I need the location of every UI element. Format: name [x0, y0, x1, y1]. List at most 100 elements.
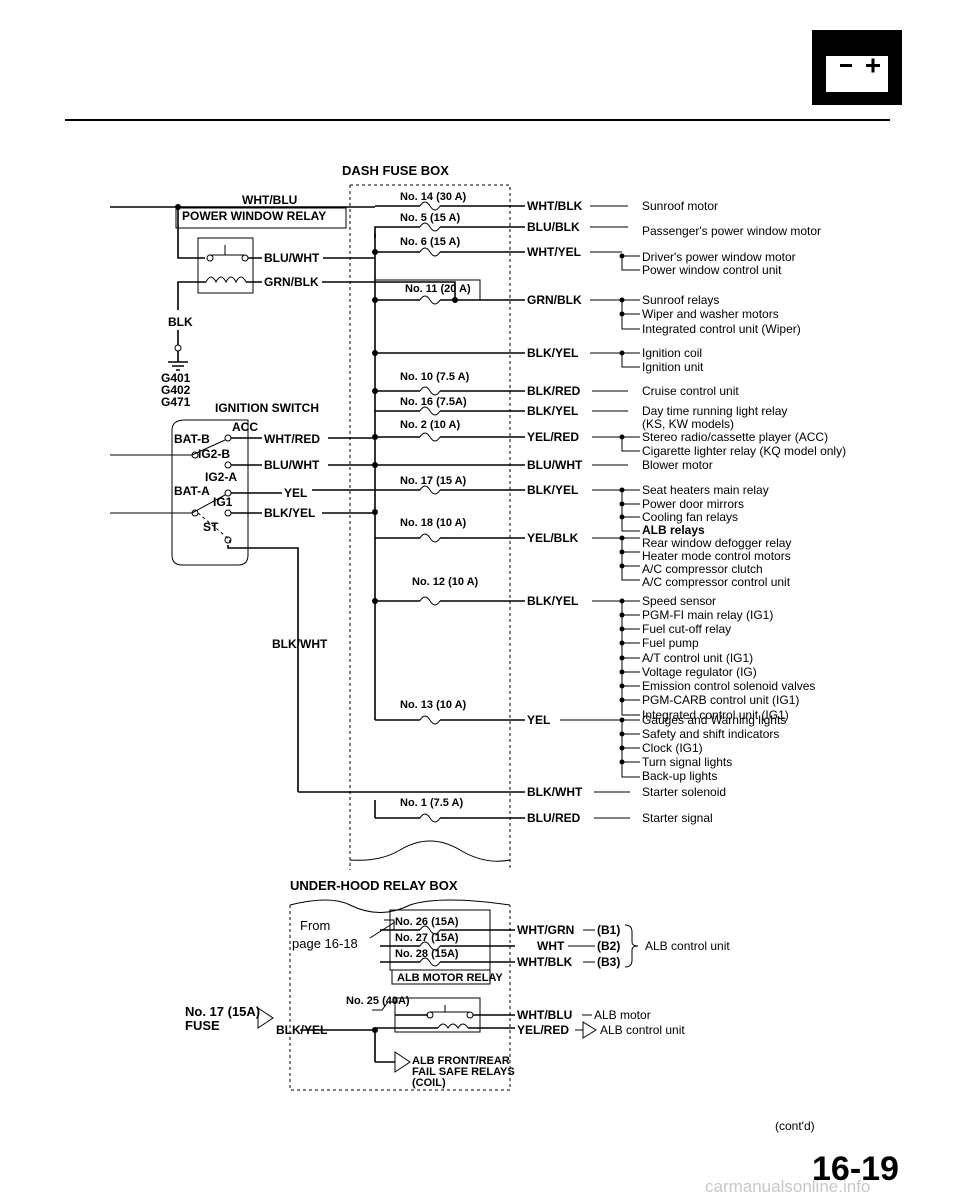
load-label: Heater mode control motors: [642, 549, 791, 563]
uh-output-wire: YEL/RED: [517, 1023, 569, 1037]
uh-output-wire: WHT/GRN: [517, 923, 574, 937]
wire-label: BLK/WHT: [272, 637, 328, 651]
fail-safe-label: ALB FRONT/REAR: [412, 1055, 510, 1067]
load-label: Wiper and washer motors: [642, 307, 779, 321]
uh-output-wire: WHT/BLU: [517, 1008, 572, 1022]
load-label: Seat heaters main relay: [642, 483, 769, 497]
fuse17-label: FUSE: [185, 1018, 220, 1033]
wire-label: BLK: [168, 315, 193, 329]
fuse-frame: [374, 279, 481, 300]
load-label: Cigarette lighter relay (KQ model only): [642, 444, 846, 458]
battery-icon: [812, 30, 902, 105]
load-label: Blower motor: [642, 458, 713, 472]
load-label: A/C compressor control unit: [642, 575, 791, 589]
fuse-rows: No. 14 (30 A) No. 5 (15 A) No. 6 (15 A) …: [298, 191, 525, 823]
fuse-label: No. 16 (7.5A): [400, 396, 467, 408]
fuse-symbol: [419, 222, 441, 232]
load-label: PGM-FI main relay (IG1): [642, 608, 773, 622]
load-label: Emission control solenoid valves: [642, 679, 815, 693]
load-label: Back-up lights: [642, 769, 717, 783]
load-label: Power door mirrors: [642, 497, 744, 511]
connector-arrow-icon: [257, 1007, 274, 1029]
load-label: Turn signal lights: [642, 755, 732, 769]
load-label: Starter solenoid: [642, 785, 726, 799]
switch-term: ACC: [232, 420, 258, 434]
fuse-label: No. 18 (10 A): [400, 517, 467, 529]
wire-label: BLU/WHT: [264, 458, 320, 472]
load-label: Day time running light relay: [642, 404, 787, 418]
underhood-outputs: WHT/GRN (B1) WHT (B2) WHT/BLK (B3) ALB c…: [517, 923, 730, 1039]
output-wire: BLK/YEL: [527, 404, 578, 418]
page-number: 16-19: [812, 1150, 899, 1188]
load-label: ALB relays: [642, 523, 705, 537]
load-label: Ignition unit: [642, 360, 704, 374]
load-label: (KS, KW models): [642, 417, 734, 431]
wire-label: BLU/WHT: [264, 251, 320, 265]
fuse-symbol: [419, 201, 441, 211]
uh-fuse: No. 28 (15A): [395, 948, 459, 960]
switch-box: [171, 419, 249, 566]
load-label: Fuel cut-off relay: [642, 622, 731, 636]
from-label: From: [300, 918, 330, 933]
load-label: Driver's power window motor: [642, 250, 796, 264]
fuse-symbol: [419, 596, 441, 606]
output-wire: BLK/YEL: [527, 594, 578, 608]
wire-label: GRN/BLK: [264, 275, 319, 289]
fail-safe-label: (COIL): [412, 1077, 446, 1089]
dash-fuse-box-outline: [349, 184, 511, 870]
fuse-symbol: [419, 715, 441, 725]
uh-output-pin: (B1): [597, 923, 620, 937]
wire-label: BLK/YEL: [264, 506, 315, 520]
relay-box: [197, 237, 254, 294]
load-label: PGM-CARB control unit (IG1): [642, 693, 799, 707]
load-label: Clock (IG1): [642, 741, 703, 755]
from-label: page 16-18: [292, 936, 358, 951]
brace: [624, 924, 639, 968]
load-label: Cooling fan relays: [642, 510, 738, 524]
wire-label: WHT/RED: [264, 432, 320, 446]
dash-box-break: [349, 840, 511, 862]
uh-output-pin: (B2): [597, 939, 620, 953]
underhood-title: UNDER-HOOD RELAY BOX: [290, 878, 458, 893]
fuse-symbol: [419, 485, 441, 495]
ground-icon: [168, 344, 188, 371]
output-wire: BLU/BLK: [527, 220, 580, 234]
output-wire: WHT/BLK: [527, 199, 583, 213]
fuse-label: No. 6 (15 A): [400, 236, 460, 248]
fuse-symbol: [419, 813, 441, 823]
fuse-label: No. 13 (10 A): [400, 699, 467, 711]
fuse-label: No. 2 (10 A): [400, 419, 460, 431]
fuse-label: No. 1 (7.5 A): [400, 797, 463, 809]
load-label: Stereo radio/cassette player (ACC): [642, 430, 828, 444]
fuse-symbol: [419, 406, 441, 416]
load-label: Integrated control unit (IG1): [642, 708, 789, 722]
fuse-label: No. 5 (15 A): [400, 212, 460, 224]
dash-fuse-box-title: DASH FUSE BOX: [342, 163, 449, 178]
fuse-label: No. 11 (20 A): [405, 283, 471, 295]
wire-label: YEL: [284, 486, 307, 500]
relay-label: POWER WINDOW RELAY: [182, 209, 326, 223]
uh-load: ALB motor: [594, 1008, 651, 1022]
output-wire: WHT/YEL: [527, 245, 581, 259]
load-label: Power window control unit: [642, 263, 782, 277]
output-labels: WHT/BLK Sunroof motor BLU/BLK Passenger'…: [527, 199, 846, 825]
ground-label: G401: [161, 371, 191, 385]
switch-term: IG2-B: [198, 447, 230, 461]
fuse-symbol: [419, 533, 441, 543]
load-label: Cruise control unit: [642, 384, 739, 398]
output-wire: BLK/RED: [527, 384, 581, 398]
relay-label: ALB MOTOR RELAY: [397, 972, 503, 984]
load-label: Ignition coil: [642, 346, 702, 360]
load-label: Safety and shift indicators: [642, 727, 779, 741]
fuse-symbol: [419, 386, 441, 396]
uh-fuse: No. 27 (15A): [395, 932, 459, 944]
load-label: Voltage regulator (IG): [642, 665, 757, 679]
output-wire: BLK/WHT: [527, 785, 583, 799]
fuse-label: No. 10 (7.5 A): [400, 371, 470, 383]
load-label: Sunroof relays: [642, 293, 719, 307]
fuse-symbol: [419, 247, 441, 257]
fuse-label: No. 14 (30 A): [400, 191, 467, 203]
uh-output-wire: WHT: [537, 939, 565, 953]
fuse17-label: No. 17 (15A): [185, 1004, 260, 1019]
